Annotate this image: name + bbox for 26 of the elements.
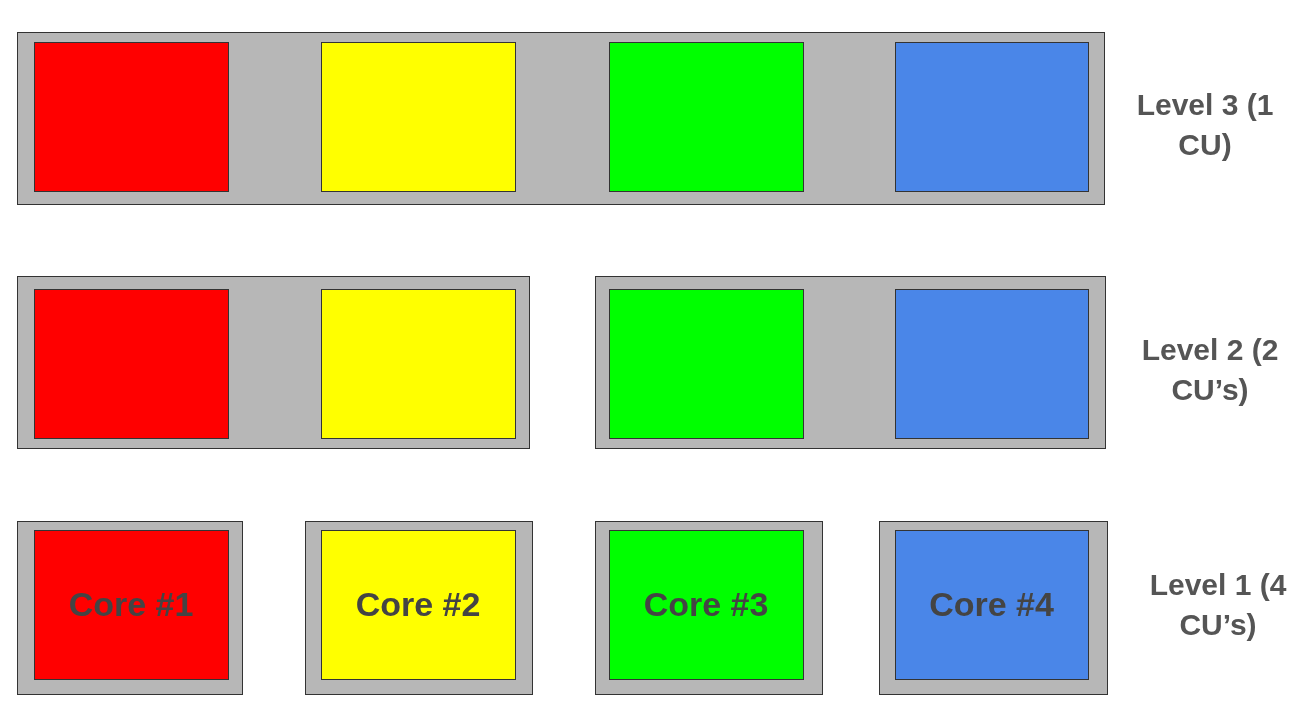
- group-panel: [879, 521, 1108, 695]
- core-box: [33, 529, 229, 680]
- core-box: [33, 288, 229, 439]
- core-box: [894, 288, 1089, 439]
- core-label: Core #1: [68, 585, 194, 624]
- core-box: [608, 529, 804, 680]
- core-box: [608, 288, 804, 439]
- core-box: [320, 41, 516, 192]
- group-panel: [305, 521, 533, 695]
- core-box: [608, 41, 804, 192]
- core-box: [894, 41, 1089, 192]
- level-label: Level 1 (4 CU’s): [1148, 567, 1288, 643]
- group-panel: [595, 276, 1106, 449]
- core-label: Core #4: [929, 585, 1054, 624]
- core-label: Core #3: [643, 585, 769, 624]
- core-label: Core #2: [355, 585, 481, 624]
- group-panel: [595, 521, 823, 695]
- group-panel: [17, 521, 243, 695]
- core-box: [320, 529, 516, 680]
- group-panel: [17, 276, 530, 449]
- core-box: [33, 41, 229, 192]
- group-panel: [17, 32, 1105, 205]
- core-box: [894, 529, 1089, 680]
- level-label: Level 2 (2 CU’s): [1140, 332, 1280, 408]
- core-box: [320, 288, 516, 439]
- level-label: Level 3 (1 CU): [1135, 87, 1275, 163]
